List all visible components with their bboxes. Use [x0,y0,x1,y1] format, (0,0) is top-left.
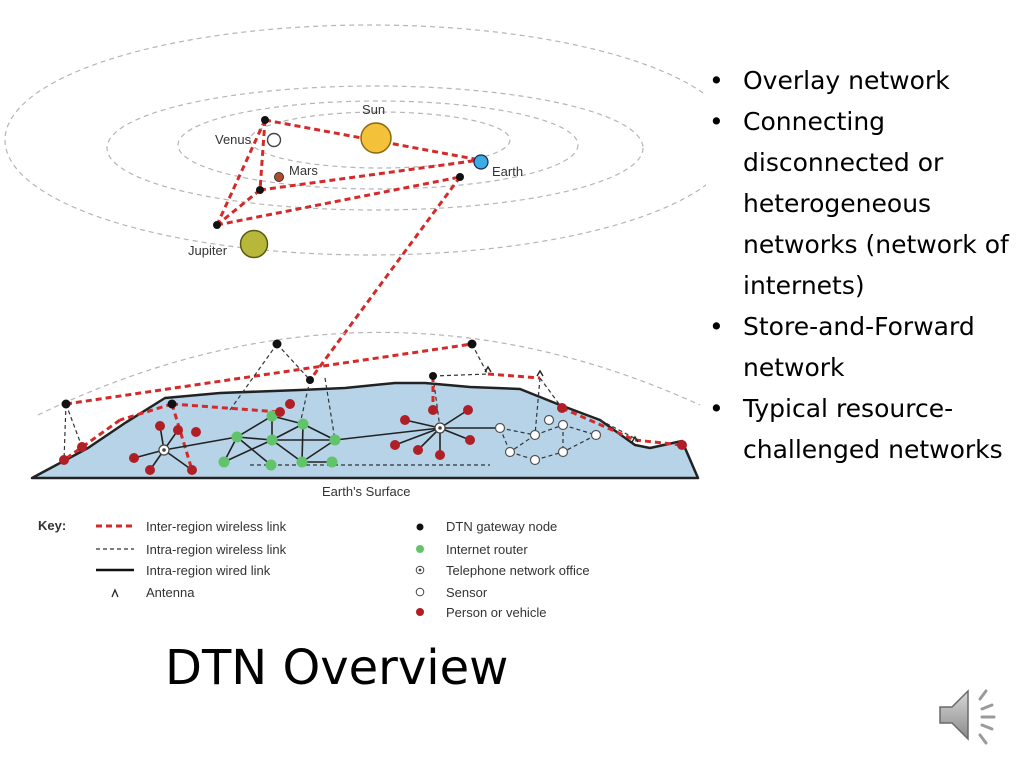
earth-surface-land [30,381,700,480]
earth-orbit [106,85,644,211]
bullet-dot: • [709,66,724,95]
sensor-icon [415,587,425,597]
legend: Key: Inter-region wireless link Intra-re… [38,518,590,620]
mars-label: Mars [289,163,318,178]
antenna-icon [484,365,492,373]
legend-item: Antenna [146,585,195,600]
person-vehicle-icon [416,608,424,616]
legend-item: Person or vehicle [446,605,546,620]
dtn-diagram: Sun Venus Mars Earth Jupiter Earth's Sur… [4,24,706,620]
bullet-list: •Overlay network •Connecting disconnecte… [706,60,1024,470]
bullet-dot: • [709,394,724,423]
antenna-icon [631,435,639,443]
outer-orbit [4,24,706,256]
surface-orbit-arc [37,331,701,416]
gateway-node-icon [416,523,424,531]
internet-routers [218,410,341,471]
legend-item: Sensor [446,585,488,600]
earth-icon [473,154,489,170]
router-icon [416,545,424,553]
bullet-dot: • [709,107,724,136]
bullet-item: •Overlay network [706,60,1024,101]
surface-label: Earth's Surface [322,484,410,499]
orbits [4,24,706,256]
antennas [484,365,639,443]
legend-item: Inter-region wireless link [146,519,287,534]
jupiter-icon [239,229,269,259]
bullet-item: •Store-and-Forward network [706,306,1024,388]
legend-item: Telephone network office [446,563,590,578]
bullet-item: •Connecting disconnected or heterogeneou… [706,101,1024,306]
venus-label: Venus [215,132,252,147]
jupiter-label: Jupiter [188,243,228,258]
bullet-item: •Typical resource-challenged networks [706,388,1024,470]
mars-orbit [177,100,579,190]
surface-inter-links [63,372,683,471]
sensor-nodes [494,414,602,466]
space-inter-links [65,118,481,406]
antenna-icon [536,369,544,377]
dtn-gateways [61,116,477,409]
legend-item: Intra-region wireless link [146,542,287,557]
venus-orbit [249,111,511,169]
legend-item: Intra-region wired link [146,563,271,578]
earth-label: Earth [492,164,523,179]
sun-label: Sun [362,102,385,117]
legend-item: Internet router [446,542,528,557]
legend-item: DTN gateway node [446,519,557,534]
mars-icon [274,172,284,182]
telephone-offices [158,422,446,456]
person-vehicle-nodes [59,399,687,475]
sun-icon [360,122,392,154]
legend-title: Key: [38,518,66,533]
venus-icon [266,132,282,148]
planets [239,122,489,259]
speaker-icon[interactable] [936,683,1004,747]
slide-title: DTN Overview [165,640,509,696]
bullet-dot: • [709,312,724,341]
antenna-icon [111,588,119,598]
